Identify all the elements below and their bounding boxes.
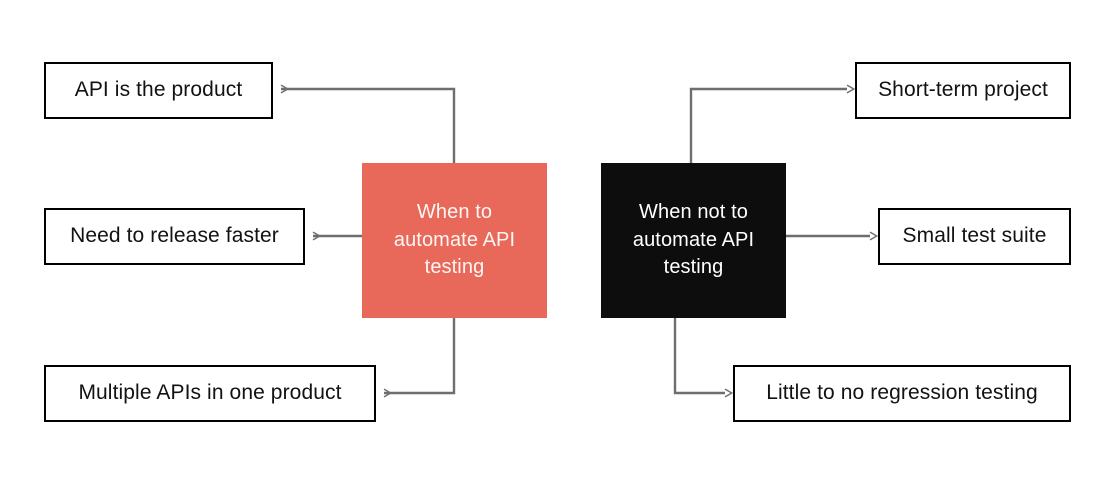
connector-hub-to-little-to-no-regression-testing bbox=[673, 318, 725, 393]
hub-label: When not to automate API testing bbox=[632, 201, 755, 279]
node-small-test-suite[interactable]: Small test suite bbox=[878, 208, 1071, 265]
node-api-is-the-product[interactable]: API is the product bbox=[44, 62, 273, 119]
node-label: Short-term project bbox=[878, 78, 1048, 102]
node-label: Multiple APIs in one product bbox=[78, 381, 342, 405]
node-label: Need to release faster bbox=[70, 224, 279, 248]
node-label: API is the product bbox=[74, 78, 243, 102]
connector-hub-to-multiple-apis-in-one-product bbox=[384, 318, 456, 393]
node-label: Little to no regression testing bbox=[766, 381, 1038, 405]
node-little-to-no-regression-testing[interactable]: Little to no regression testing bbox=[733, 365, 1071, 422]
hub-label: When to automate API testing bbox=[393, 201, 516, 279]
hub-when-not-to-automate-api-testing[interactable]: When not to automate API testing bbox=[601, 163, 786, 318]
node-multiple-apis-in-one-product[interactable]: Multiple APIs in one product bbox=[44, 365, 376, 422]
node-label: Small test suite bbox=[902, 224, 1047, 248]
node-need-to-release-faster[interactable]: Need to release faster bbox=[44, 208, 305, 265]
node-short-term-project[interactable]: Short-term project bbox=[855, 62, 1071, 119]
hub-when-to-automate-api-testing[interactable]: When to automate API testing bbox=[362, 163, 547, 318]
connector-hub-to-api-is-the-product bbox=[281, 89, 456, 163]
connector-hub-to-short-term-project bbox=[689, 89, 847, 163]
